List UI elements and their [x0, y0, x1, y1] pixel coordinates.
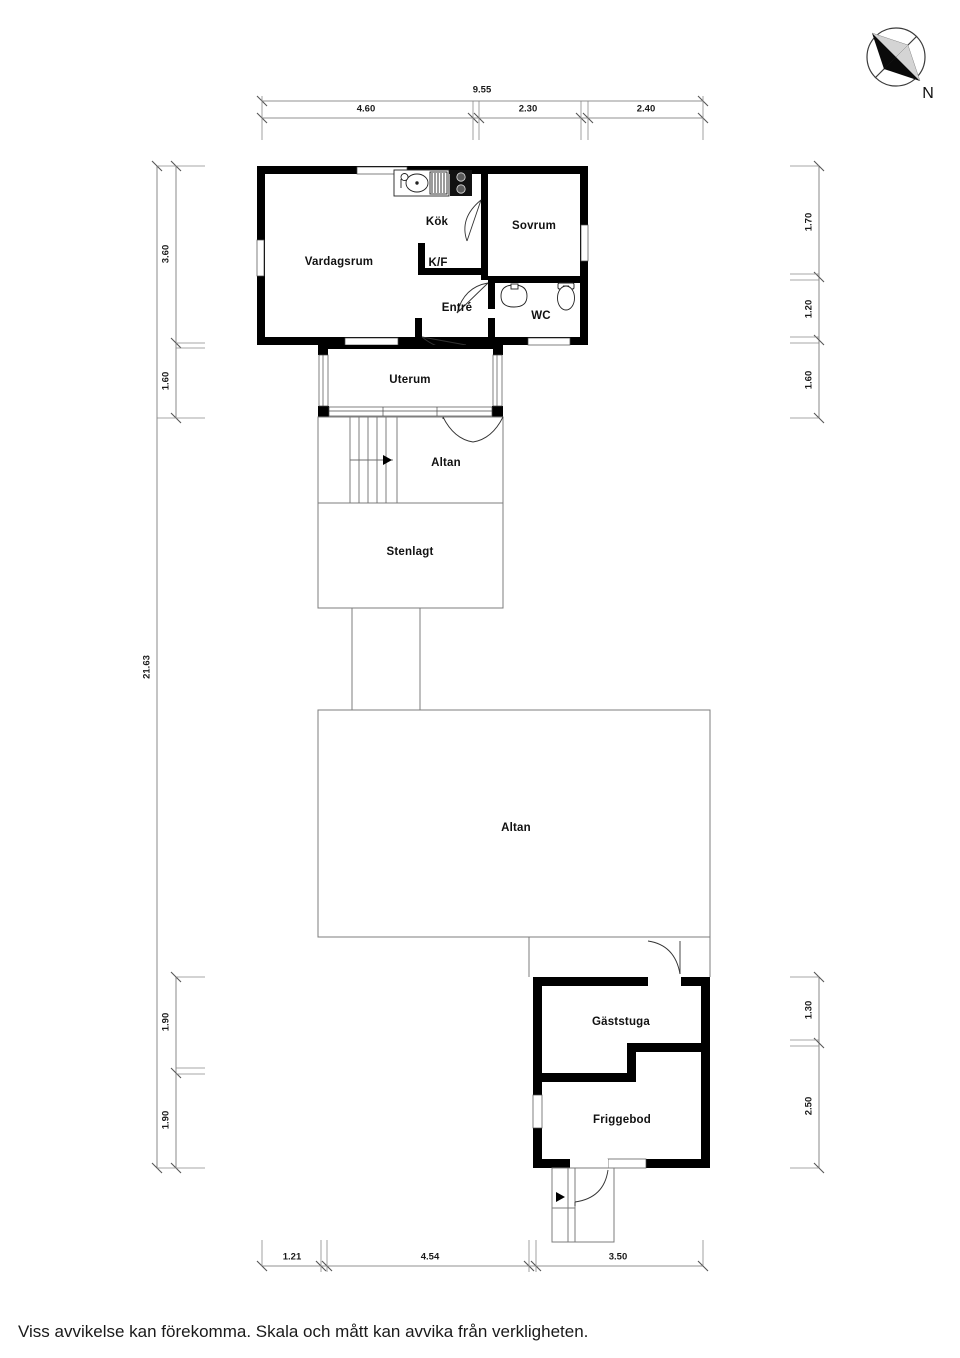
dim-left-upper-2: 1.60: [161, 372, 172, 391]
dim-bottom-seg-2: 4.54: [421, 1252, 440, 1263]
room-label-vardagsrum: Vardagsrum: [305, 256, 373, 268]
footer-disclaimer: Viss avvikelse kan förekomma. Skala och …: [18, 1322, 589, 1341]
window-bottom-wc: [527, 337, 571, 346]
altan-upper-outline: [317, 416, 504, 609]
dim-top-seg-2: 2.30: [519, 104, 538, 115]
compass-rose-icon: N: [866, 27, 934, 102]
wc-fixtures: [500, 282, 575, 311]
room-label-kok: Kök: [426, 216, 449, 228]
guest-house-exterior-walls: [533, 977, 710, 1168]
partition-vardagsrum-stub: [415, 318, 422, 337]
dim-right-upper-1: 1.70: [804, 213, 815, 232]
partition-kok-sovrum-upper: [481, 174, 488, 240]
partition-kok-sovrum-lower: [481, 238, 488, 280]
stove-icon: [450, 170, 472, 196]
dim-right-upper-2: 1.20: [804, 300, 815, 319]
friggebod-door-arc: [574, 1169, 609, 1203]
main-house: Vardagsrum Kök K/F Sovrum Entré WC: [256, 166, 589, 372]
room-label-altan-lower: Altan: [501, 822, 531, 834]
gaststuga-entry-door-arc: [647, 940, 681, 975]
uterum-post-br: [492, 406, 503, 417]
uterum-post-tl: [318, 345, 328, 355]
uterum-structure: Uterum: [318, 345, 503, 417]
dimension-column-right: 1.70 1.20 1.60 1.30 2.50: [790, 160, 825, 1174]
altan-upper-stenlagt: Altan Stenlagt: [317, 416, 504, 609]
window-friggebod-bottom: [607, 1158, 647, 1169]
dim-right-lower-1: 1.30: [804, 1001, 815, 1020]
room-label-sovrum: Sovrum: [512, 220, 556, 232]
window-friggebod-left: [532, 1094, 543, 1129]
dim-left-overall: 21.63: [142, 655, 153, 679]
dim-top-seg-1: 4.60: [357, 104, 376, 115]
uterum-floor: [318, 345, 503, 417]
window-left-vardagsrum: [256, 239, 265, 277]
room-label-wc: WC: [531, 310, 551, 322]
uterum-glass-right: [492, 354, 503, 407]
partition-kf-left: [418, 243, 425, 273]
room-label-uterum: Uterum: [389, 374, 430, 386]
altan-lower: Altan: [317, 709, 711, 938]
guesthouse-entry-steps: [551, 1167, 615, 1243]
drainboard-icon: [429, 171, 448, 195]
uterum-glazing: [318, 354, 503, 417]
partition-entre-wc-lower: [488, 318, 495, 337]
partition-entre-wc-upper: [488, 283, 495, 309]
stove-burner-1: [456, 172, 466, 182]
uterum-glass-bottom: [328, 406, 493, 417]
dim-left-lower-1: 1.90: [161, 1013, 172, 1032]
uterum-glass-left: [318, 354, 329, 407]
sink-faucet-icon: [400, 173, 409, 181]
dim-top-seg-3: 2.40: [637, 104, 656, 115]
partition-gaststuga-friggebod-h2: [627, 1043, 701, 1052]
dim-left-lower-2: 1.90: [161, 1111, 172, 1130]
altan-door-swings: [442, 416, 504, 443]
partition-gaststuga-friggebod-h1: [542, 1073, 634, 1082]
window-right-sovrum: [580, 224, 589, 262]
compass-north-label: N: [922, 85, 934, 102]
sink-drain-icon: [415, 181, 419, 185]
dimension-column-left: 21.63 3.60 1.60 1.90 1.90: [142, 160, 205, 1174]
stairs-icon: [349, 416, 398, 504]
room-label-altan-upper: Altan: [431, 457, 461, 469]
dim-bottom-seg-1: 1.21: [283, 1252, 302, 1263]
entry-steps-outline: [551, 1167, 615, 1243]
dim-left-upper-1: 3.60: [161, 245, 172, 264]
guesthouse-approach: [528, 936, 711, 977]
uterum-post-bl: [318, 406, 329, 417]
room-label-stenlagt: Stenlagt: [387, 546, 434, 558]
walkway-connector: [351, 608, 421, 710]
dimension-row-bottom: 1.21 4.54 3.50: [256, 1240, 709, 1272]
room-label-entre: Entré: [442, 302, 472, 314]
partition-gaststuga-friggebod-v: [627, 1043, 636, 1082]
room-label-gaststuga: Gäststuga: [592, 1016, 650, 1028]
partition-sovrum-wc: [488, 276, 580, 283]
washbasin-icon: [500, 284, 528, 308]
stove-burner-2: [456, 184, 466, 194]
partition-kf-bottom: [418, 268, 488, 275]
kitchen-fixtures: [393, 169, 472, 197]
friggebod-door-opening: [570, 1159, 608, 1168]
dim-right-upper-3: 1.60: [804, 371, 815, 390]
dim-bottom-seg-3: 3.50: [609, 1252, 628, 1263]
room-label-kf: K/F: [428, 257, 447, 269]
dim-right-lower-2: 2.50: [804, 1097, 815, 1116]
toilet-bowl-icon: [557, 285, 575, 311]
room-label-friggebod: Friggebod: [593, 1114, 651, 1126]
dimension-row-top: 9.55 4.60 2.30 2.40: [256, 85, 709, 140]
dim-top-overall: 9.55: [473, 85, 492, 96]
stairs-direction-arrow: [383, 455, 392, 465]
guest-house: Gäststuga Friggebod: [532, 977, 710, 1169]
washbasin-tap-icon: [510, 283, 519, 290]
gaststuga-door-opening: [648, 977, 681, 986]
uterum-post-tr: [493, 345, 503, 355]
uterum-top-edge: [318, 345, 503, 349]
entry-steps-arrow-icon: [556, 1192, 565, 1202]
window-bottom-vardagsrum: [344, 337, 399, 346]
